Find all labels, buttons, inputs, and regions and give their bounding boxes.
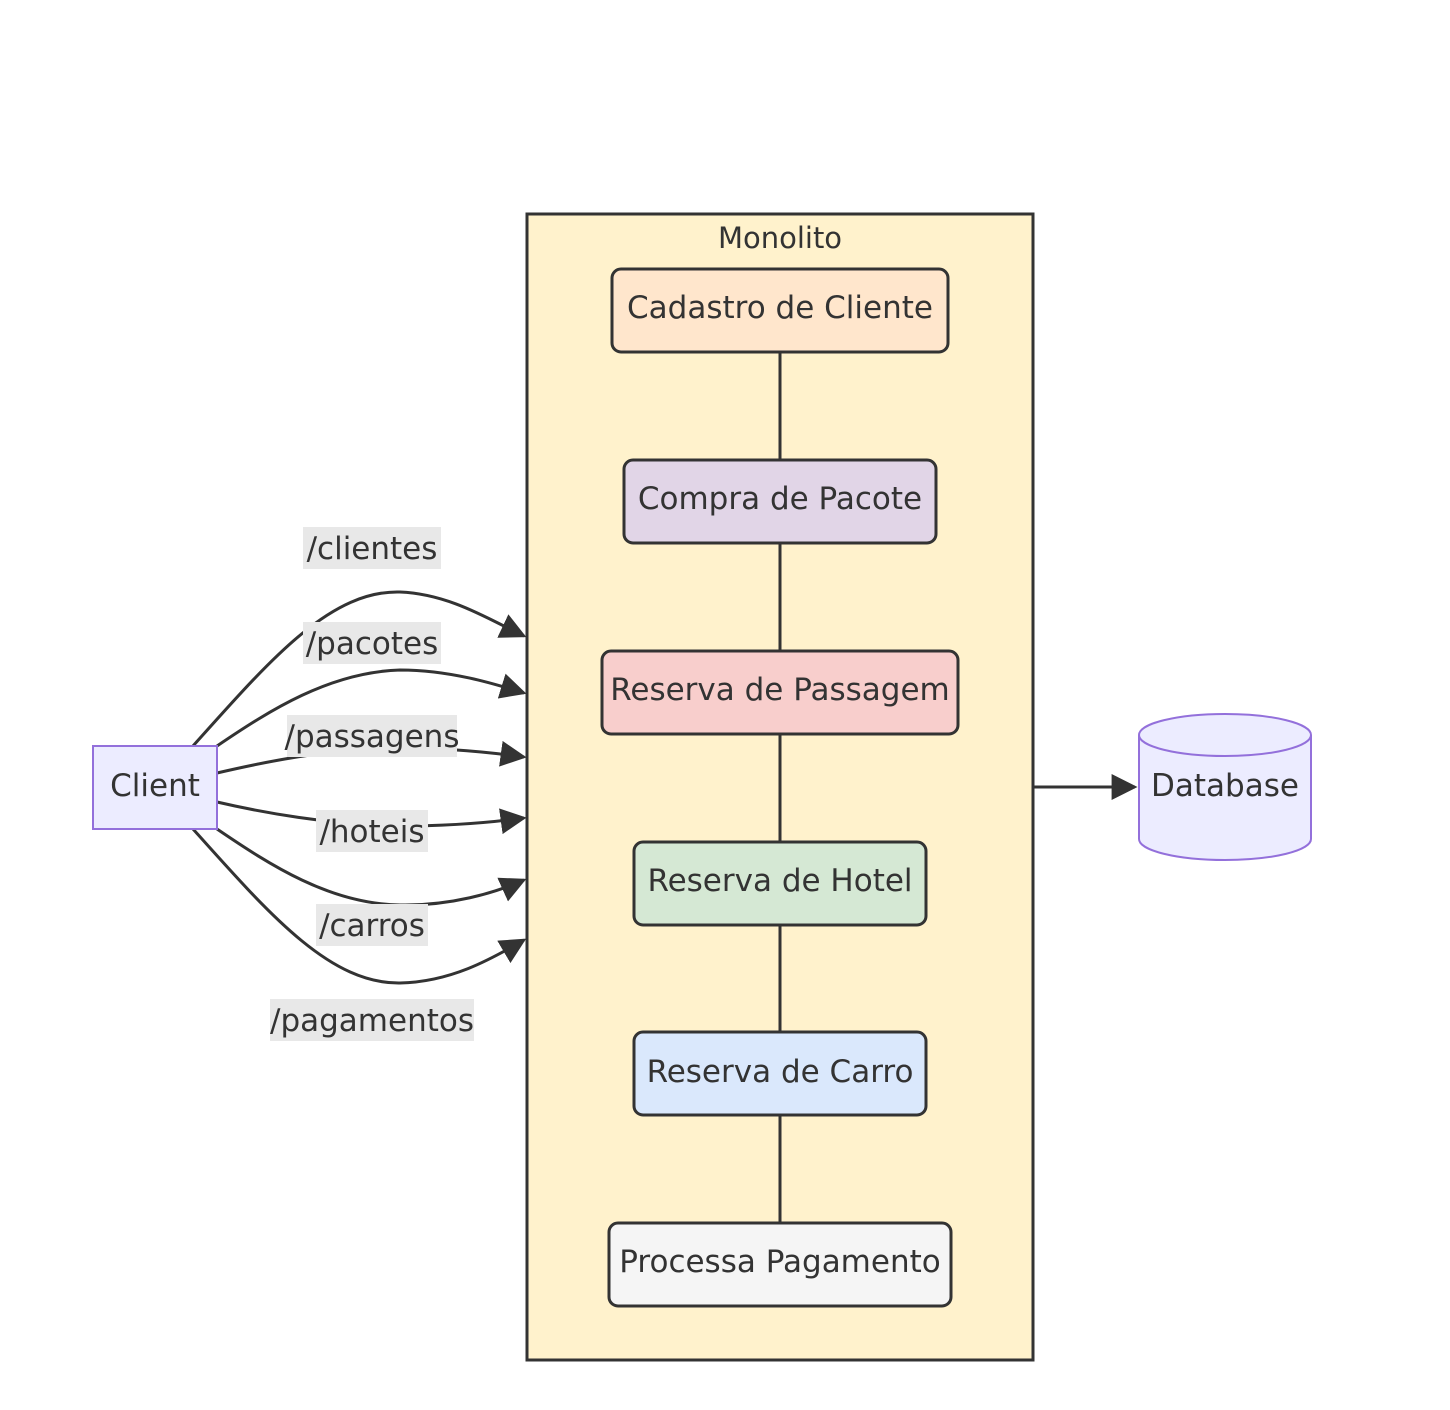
monolito-cluster-label: Monolito: [718, 221, 842, 255]
edge-label-bg: [287, 715, 457, 757]
module-reserva-de-hotel[interactable]: Reserva de Hotel: [632, 840, 928, 927]
edge-label-text: /pagamentos: [270, 1003, 474, 1039]
module-label: Reserva de Passagem: [610, 672, 950, 708]
database-node[interactable]: Database: [1138, 713, 1312, 861]
edge-label-pacotes: /pacotes: [303, 622, 441, 664]
edge-label-clientes: /clientes: [303, 527, 441, 569]
edge-label-bg: [303, 527, 441, 569]
module-label: Reserva de Hotel: [647, 863, 912, 899]
database-cylinder-top: [1138, 713, 1312, 757]
module-box: [607, 1221, 953, 1308]
module-label: Compra de Pacote: [638, 481, 922, 517]
module-label: Cadastro de Cliente: [627, 290, 933, 326]
module-cadastro-de-cliente[interactable]: Cadastro de Cliente: [610, 267, 950, 354]
edge-label-text: /hoteis: [319, 814, 424, 850]
module-box: [622, 458, 938, 545]
module-reserva-de-passagem[interactable]: Reserva de Passagem: [600, 649, 960, 736]
client-label: Client: [110, 768, 200, 804]
module-reserva-de-carro[interactable]: Reserva de Carro: [632, 1030, 928, 1117]
edge-label-bg: [316, 904, 428, 946]
module-label: Processa Pagamento: [619, 1244, 940, 1280]
module-box: [632, 840, 928, 927]
module-box: [610, 267, 950, 354]
module-compra-de-pacote[interactable]: Compra de Pacote: [622, 458, 938, 545]
edge-label-bg: [316, 810, 428, 852]
client-box: [92, 745, 218, 830]
edge-label-bg: [270, 999, 474, 1041]
database-label: Database: [1151, 768, 1299, 804]
edge-label-hoteis: /hoteis: [316, 810, 428, 852]
module-box: [600, 649, 960, 736]
edge-label-bg: [303, 622, 441, 664]
edge-label-text: /clientes: [307, 531, 438, 567]
database-cylinder-body: [1138, 735, 1312, 861]
edge-clientes: [191, 590, 527, 748]
client-node[interactable]: Client: [92, 745, 218, 830]
module-box: [632, 1030, 928, 1117]
edge-label-passagens: /passagens: [285, 715, 460, 757]
edge-label-carros: /carros: [316, 904, 428, 946]
edge-label-text: /passagens: [285, 719, 460, 755]
edge-label-text: /carros: [319, 908, 425, 944]
route-labels: /clientes /pacotes /passagens /hoteis /c…: [270, 527, 474, 1041]
edge-pagamentos: [191, 827, 527, 985]
edge-pacotes: [216, 668, 527, 748]
module-label: Reserva de Carro: [647, 1054, 914, 1090]
module-processa-pagamento[interactable]: Processa Pagamento: [607, 1221, 953, 1308]
edge-label-text: /pacotes: [306, 626, 439, 662]
edge-label-pagamentos: /pagamentos: [270, 999, 474, 1041]
